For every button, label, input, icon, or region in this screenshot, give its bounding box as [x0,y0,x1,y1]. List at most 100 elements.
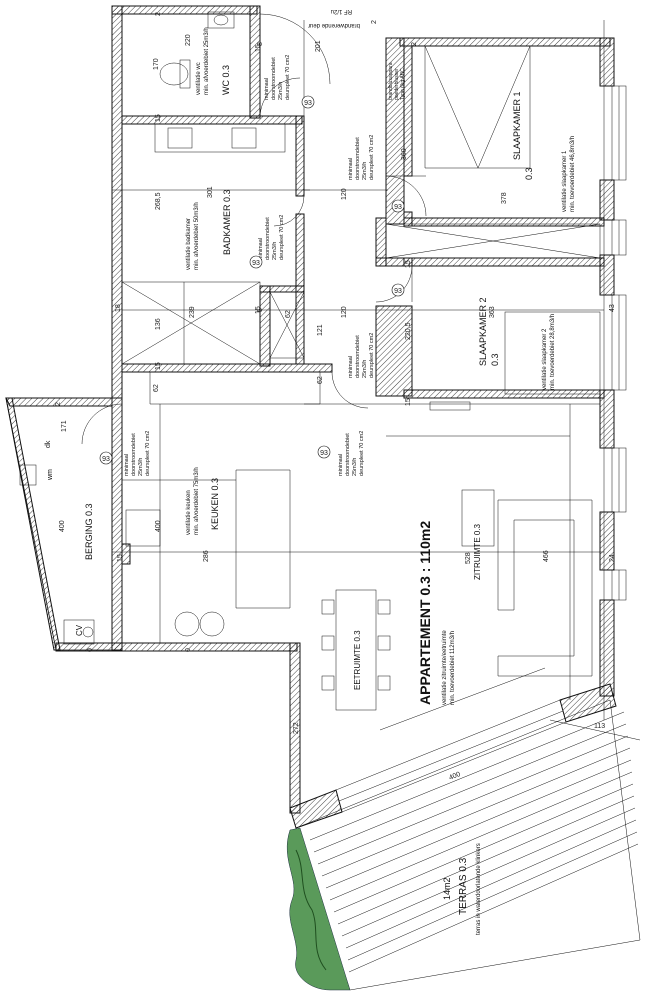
svg-text:360: 360 [401,148,408,160]
svg-text:RF 1/2u: RF 1/2u [331,8,352,14]
svg-text:170: 170 [153,58,160,70]
svg-text:136: 136 [155,318,162,330]
sofa-icon [497,499,593,677]
svg-text:2: 2 [55,402,62,406]
svg-text:doorstroomdebiet: doorstroomdebiet [131,433,137,476]
svg-text:25m3/h: 25m3/h [352,458,358,476]
apartment-title: APPARTEMENT 0.3 : 110m2 [417,521,433,705]
svg-text:5: 5 [257,308,264,312]
svg-text:dk: dk [45,440,52,448]
svg-text:2: 2 [155,12,162,16]
dimension-texts: 2 2 2 220 170 15 201 15 301 268,5 120 36… [55,12,616,782]
svg-text:25m3/h: 25m3/h [278,82,284,100]
wall-right-4 [599,389,615,449]
svg-text:minimaal: minimaal [258,238,264,260]
svg-text:minimaal: minimaal [348,158,354,180]
svg-text:brandblusappara: brandblusappara [388,62,394,100]
svg-text:93: 93 [304,100,312,107]
svg-text:62: 62 [285,310,292,318]
svg-text:15: 15 [405,398,412,406]
terrace-outline [295,699,641,991]
wall-top-wc [111,5,258,15]
wall-wc-right [249,5,261,119]
svg-text:25m3/h: 25m3/h [362,360,368,378]
svg-text:220,5: 220,5 [405,322,412,340]
svg-text:deurspleet 70 cm2: deurspleet 70 cm2 [145,431,151,476]
wall-top-left [111,5,123,399]
svg-text:ventilatie wc: ventilatie wc [196,62,202,95]
svg-text:min. toevoerdebiet 112m3/h: min. toevoerdebiet 112m3/h [450,631,456,705]
svg-text:8: 8 [257,42,264,46]
svg-text:378: 378 [501,192,508,204]
svg-text:min. afvoerdebiet 25m3/h: min. afvoerdebiet 25m3/h [204,27,210,95]
svg-text:62: 62 [317,376,324,384]
svg-text:ventilatie slaapkamer 2: ventilatie slaapkamer 2 [542,328,548,390]
svg-text:wm: wm [47,469,54,481]
shower-area [121,281,261,365]
svg-text:15: 15 [117,554,124,562]
wall-bottom-kitchen [111,642,298,652]
svg-text:poederblusser: poederblusser [394,68,400,100]
svg-text:466: 466 [543,550,550,562]
svg-text:120: 120 [341,188,348,200]
svg-text:171: 171 [61,420,68,432]
svg-text:25m3/h: 25m3/h [362,162,368,180]
vent-badge: 93 [99,451,113,465]
vent-badge: 93 [301,95,315,109]
windows-right [611,85,627,601]
wall-bed2-left [375,305,413,397]
bedroom1-name: SLAAPKAMER 1 [512,91,522,160]
svg-text:93: 93 [252,260,260,267]
dining-table [335,589,377,711]
svg-text:deurspleet 70 cm2: deurspleet 70 cm2 [285,55,291,100]
vent-badge: 93 [249,255,263,269]
svg-text:ventilatie keuken: ventilatie keuken [186,490,192,535]
labels: APPARTEMENT 0.3 : 110m2 WC 0.3 ventilati… [45,8,576,935]
terrace-window [335,699,567,813]
svg-text:doorstroomdebiet: doorstroomdebiet [345,433,351,476]
svg-text:400: 400 [155,520,162,532]
terrace [286,699,641,991]
svg-text:201: 201 [315,40,322,52]
svg-text:62: 62 [153,384,160,392]
svg-text:minimaal: minimaal [338,454,344,476]
wall-kitchen-left [111,397,123,651]
svg-text:2: 2 [371,20,378,24]
cv-label: CV [75,624,84,636]
svg-text:400: 400 [59,520,66,532]
entrance-door-swing [259,13,331,85]
toilet-icon [159,59,191,89]
svg-text:25m3/h: 25m3/h [138,458,144,476]
wall-slant-right [559,683,617,723]
outer-walls [5,5,627,829]
double-sink-icon [154,123,286,153]
wall-right-5 [599,511,615,571]
svg-text:0: 0 [87,648,94,652]
svg-text:ventilatie zitruimte/eetruimte: ventilatie zitruimte/eetruimte [442,630,448,705]
ventilation-badges: 93 93 93 93 93 93 [99,95,405,465]
svg-text:0.3: 0.3 [524,167,534,180]
svg-text:doorstroomdebiet: doorstroomdebiet [355,137,361,180]
svg-text:ventilatie badkamer: ventilatie badkamer [186,218,192,270]
doors [81,13,427,445]
svg-text:43: 43 [609,304,616,312]
svg-text:15: 15 [405,260,412,268]
svg-text:15: 15 [255,306,262,314]
svg-text:terras in waterdoorlatende kli: terras in waterdoorlatende klinkers [476,843,482,935]
hedge-plants [286,827,351,991]
svg-text:min. toevoerdebiet 28,8m3/h: min. toevoerdebiet 28,8m3/h [550,314,556,390]
svg-text:min. afvoerdebiet 75m3/h: min. afvoerdebiet 75m3/h [194,467,200,535]
vent-badge: 93 [391,283,405,297]
svg-text:301: 301 [207,186,214,198]
storage-name: BERGING 0.3 [84,503,94,560]
wc-sink-icon [207,11,235,29]
svg-text:deurspleet 70 cm2: deurspleet 70 cm2 [279,215,285,260]
svg-text:268,5: 268,5 [155,192,162,210]
svg-text:15: 15 [155,114,162,122]
svg-text:93: 93 [394,288,402,295]
svg-text:121: 121 [317,324,324,336]
svg-text:286: 286 [203,550,210,562]
wc-name: WC 0.3 [221,65,231,95]
washer-icon [19,464,37,486]
